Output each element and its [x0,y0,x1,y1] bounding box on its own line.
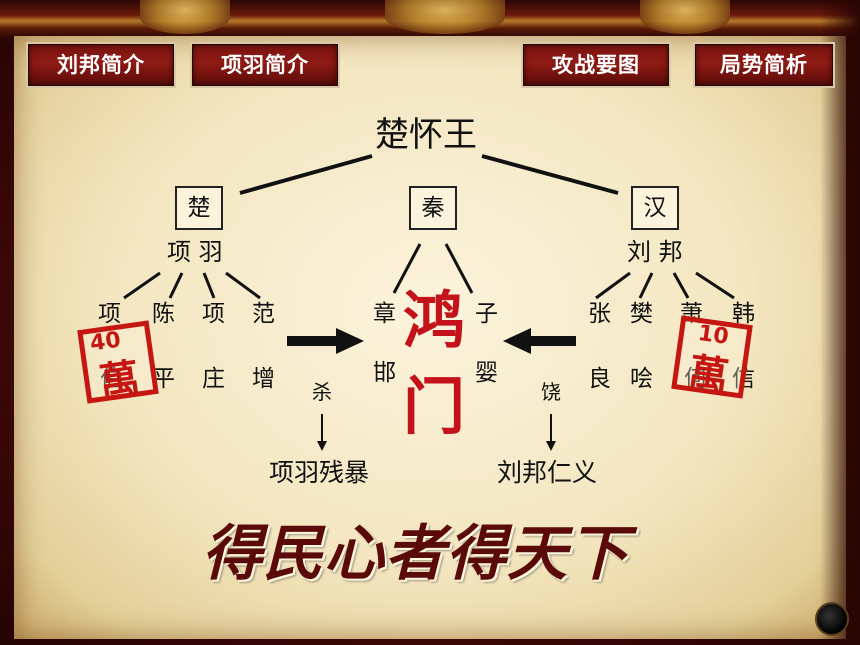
hongmen-char-2: 门 [403,370,466,443]
chu-member-bottom: 伯 [100,366,123,392]
arrow-right-shaft [528,336,576,346]
qin-zhanghan-top: 章 [373,301,396,327]
liubang-label: 刘 邦 [627,238,683,266]
liubang-intro-button[interactable]: 刘邦简介 [28,44,174,86]
qin-ziying-bottom: 婴 [475,360,498,386]
motto-win-hearts-win-world: 得民心者得天下 [202,519,629,589]
chu-member-bottom: 增 [252,366,275,392]
han-member-top: 樊 [630,301,653,327]
han-member-top: 韩 [732,301,755,327]
result-liubang-benevolent: 刘邦仁义 [497,458,598,487]
chu-member-bottom: 平 [152,366,175,392]
right-shadow-edge [820,0,860,645]
chu-member-top: 陈 [152,301,175,327]
chu-box: 楚 [175,186,223,230]
xiangyu-intro-button[interactable]: 项羽简介 [192,44,338,86]
han-member-bottom: 何 [684,366,707,392]
slide-nav-button[interactable] [815,602,849,636]
qin-box: 秦 [409,186,457,230]
situation-analysis-button[interactable]: 局势简析 [695,44,833,86]
spare-label: 饶 [541,380,561,404]
chu-member-top: 范 [252,301,275,327]
stamp-character: 萬 [96,355,143,407]
parchment-background [14,36,846,639]
stamp-400k-troops: 40 萬 [77,320,159,407]
ornament-right [640,0,730,34]
hongmen-char-1: 鸿 [403,284,466,357]
stamp-character: 萬 [685,350,732,402]
chu-member-top: 项 [98,301,121,327]
line-root-han [481,154,619,195]
chu-member-top: 项 [202,301,225,327]
battle-map-button[interactable]: 攻战要图 [523,44,669,86]
han-member-bottom: 良 [588,366,611,392]
ornament-center [385,0,505,34]
qin-zhanghan-bottom: 邯 [373,360,396,386]
ornament-left [140,0,230,34]
stamp-100k-troops: 10 萬 [671,315,753,401]
han-member-top: 张 [588,301,611,327]
kill-label: 杀 [312,380,332,404]
han-member-top: 萧 [680,301,703,327]
result-xiangyu-cruel: 项羽残暴 [269,458,370,487]
arrow-left-head [503,328,531,354]
root-chu-huai-wang: 楚怀王 [375,115,477,155]
han-member-bottom: 信 [732,366,755,392]
han-box: 汉 [631,186,679,230]
xiangyu-label: 项 羽 [167,238,223,266]
arrow-left-shaft [287,336,339,346]
arrow-right-head [336,328,364,354]
chu-member-bottom: 庄 [202,366,225,392]
han-member-bottom: 哙 [630,366,653,392]
line-root-chu [239,154,373,195]
qin-ziying-top: 子 [475,301,498,327]
